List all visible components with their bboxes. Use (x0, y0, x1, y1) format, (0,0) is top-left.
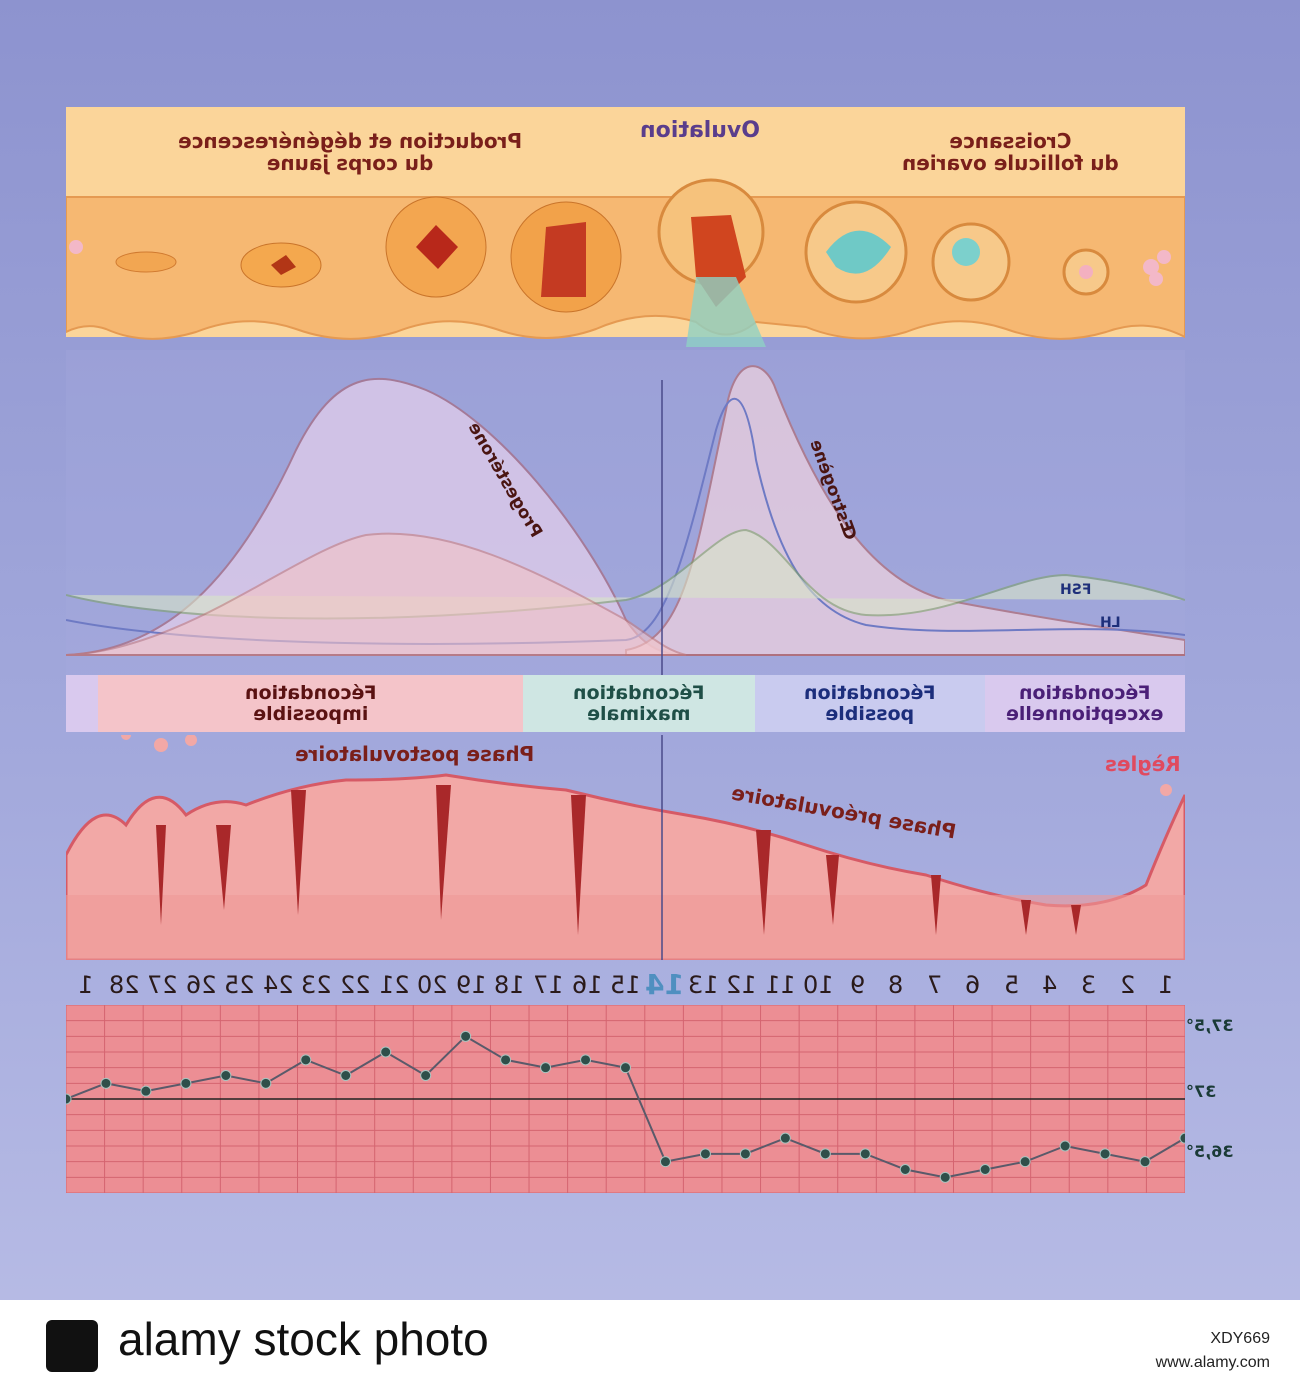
temperature-point (380, 1046, 392, 1058)
temperature-point (819, 1148, 831, 1160)
temp-label-36-5: 36,5° (1186, 1142, 1234, 1161)
temperature-point (300, 1054, 312, 1066)
alamy-logo-icon (46, 1320, 98, 1372)
follicle-growth-title: Croissance du follicule ovarien (901, 129, 1119, 175)
day-label: 26 (185, 971, 217, 999)
temperature-point (500, 1054, 512, 1066)
fsh-label: FSH (1060, 582, 1092, 598)
day-label: 15 (610, 971, 641, 999)
day-label: 16 (571, 971, 603, 999)
day-label: 11 (764, 971, 796, 999)
temp-label-37-5: 37,5° (1186, 1016, 1234, 1035)
day-label: 1 (1158, 971, 1174, 999)
day-label: 21 (378, 971, 410, 999)
temperature-point (1139, 1156, 1151, 1168)
temperature-point (66, 1093, 72, 1105)
day-label: 24 (262, 971, 294, 999)
day-label: 25 (224, 971, 255, 999)
endometrial-glands (156, 785, 1081, 935)
temperature-point (779, 1132, 791, 1144)
temperature-point (859, 1148, 871, 1160)
temperature-point (739, 1148, 751, 1160)
temperature-point (1019, 1156, 1031, 1168)
temperature-point (220, 1070, 232, 1081)
fertility-exceptionnelle: Fécondation exceptionnelle (985, 675, 1185, 732)
temperature-point (460, 1030, 472, 1042)
fertility-seg-edge (66, 675, 98, 732)
temperature-point (260, 1077, 272, 1089)
menstrual-drops (121, 735, 1172, 796)
postovulatory-phase-label: Phase postovulatoire (295, 742, 535, 766)
temperature-point (979, 1164, 991, 1175)
day-label: 1 (77, 971, 93, 999)
day-label: 5 (1003, 971, 1020, 999)
temperature-point (1179, 1132, 1185, 1144)
day-label: 20 (417, 971, 448, 999)
temp-label-37: 37° (1186, 1082, 1217, 1101)
footer-site: www.alamy.com (1155, 1354, 1270, 1371)
day-label: 19 (455, 971, 487, 999)
hormone-chart (66, 350, 1185, 675)
temperature-point (580, 1054, 592, 1066)
ovary-band (66, 107, 1185, 347)
temperature-chart (66, 1005, 1185, 1193)
day-label: 7 (926, 971, 943, 999)
day-label: 6 (965, 971, 981, 999)
day-label: 4 (1042, 971, 1058, 999)
temperature-point (699, 1148, 711, 1160)
day-label: 8 (888, 971, 904, 999)
day-label: 13 (687, 971, 719, 999)
temperature-point (100, 1077, 112, 1089)
temperature-point (540, 1062, 552, 1074)
temperature-point (659, 1156, 671, 1168)
temperature-point (939, 1171, 951, 1183)
temperature-point (620, 1062, 631, 1074)
corpus-albicans (115, 251, 177, 273)
footer (0, 1300, 1300, 1390)
progesterone-inner-curve (66, 532, 687, 656)
day-label: 17 (532, 971, 564, 999)
day-label: 28 (108, 971, 140, 999)
day-label: 23 (301, 971, 333, 999)
day-label: 2 (1119, 971, 1135, 999)
day-label: 3 (1081, 971, 1097, 999)
temperature-point (180, 1077, 192, 1089)
primordial-follicles (1143, 259, 1159, 275)
temperature-point (140, 1085, 152, 1097)
corpus-luteum-title: Production et dégénérescence du corps ja… (177, 129, 523, 175)
temperature-point (340, 1070, 352, 1081)
day-label: 22 (340, 971, 371, 999)
fertility-maximale: Fécondation maximale (523, 675, 755, 732)
temperature-point (899, 1164, 911, 1175)
day-label: 14 (644, 968, 684, 1001)
fertility-impossible: Fécondation impossible (98, 675, 523, 732)
day-label: 9 (849, 971, 865, 999)
lh-label: LH (1100, 615, 1121, 631)
endometrium (66, 735, 1185, 960)
footer-image-id: XDY669 (1210, 1330, 1270, 1347)
temperature-point (420, 1070, 432, 1081)
temperature-point (1059, 1140, 1071, 1152)
day-label: 18 (494, 971, 525, 999)
footer-brand: alamy stock photo (118, 1313, 489, 1365)
day-label: 12 (726, 971, 757, 999)
temperature-point (1099, 1148, 1111, 1160)
menstruation-label: Règles (1105, 752, 1181, 776)
fertility-possible: Fécondation possible (755, 675, 985, 732)
day-label: 27 (147, 971, 178, 999)
ovulation-title: Ovulation (640, 118, 760, 143)
fertility-bar: Fécondation impossible Fécondation maxim… (66, 675, 1185, 732)
ovary-illustration (66, 178, 1185, 347)
day-label: 10 (803, 971, 834, 999)
